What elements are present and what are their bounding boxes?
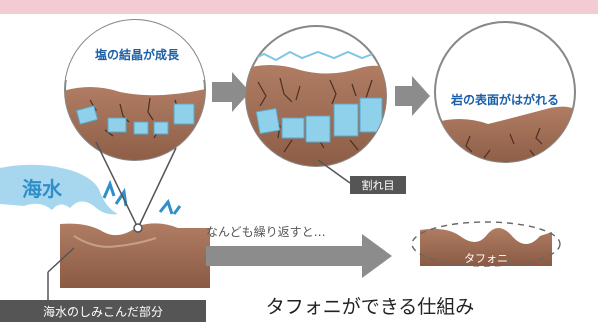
diagram-title: タフォニができる仕組み — [266, 296, 475, 318]
circle3-caption: 岩の表面がはがれる — [450, 92, 559, 107]
seawater-splash — [0, 164, 182, 215]
rock-cross-section — [60, 223, 210, 288]
salt-growth-circle: 塩の結晶が成長 — [64, 19, 206, 161]
crack-circle — [245, 25, 387, 167]
zoom-connector-left — [95, 141, 139, 229]
seepage-leader-line — [47, 247, 75, 273]
tafoni-label: タフォニ — [464, 252, 508, 265]
crack-leader-line — [317, 159, 351, 184]
tafoni-dashed-outline — [411, 221, 561, 267]
crack-label-bg — [350, 176, 406, 194]
repeat-text: なんども繰り返すと… — [206, 225, 326, 239]
tafoni-rock: タフォニ — [411, 221, 561, 267]
right-arrow-icon — [212, 72, 250, 112]
right-arrow-icon — [395, 76, 430, 116]
crack-label: 割れ目 — [362, 178, 395, 192]
seepage-label: 海水のしみこんだ部分 — [43, 304, 163, 319]
zoom-connector-right — [137, 147, 177, 229]
seepage-label-bg — [0, 300, 206, 322]
circle1-caption-bg — [84, 44, 190, 64]
seawater-label: 海水 — [22, 177, 63, 201]
zoom-point-marker — [133, 223, 143, 233]
repeat-arrow-icon — [206, 234, 392, 278]
circle1-caption: 塩の結晶が成長 — [95, 47, 180, 62]
